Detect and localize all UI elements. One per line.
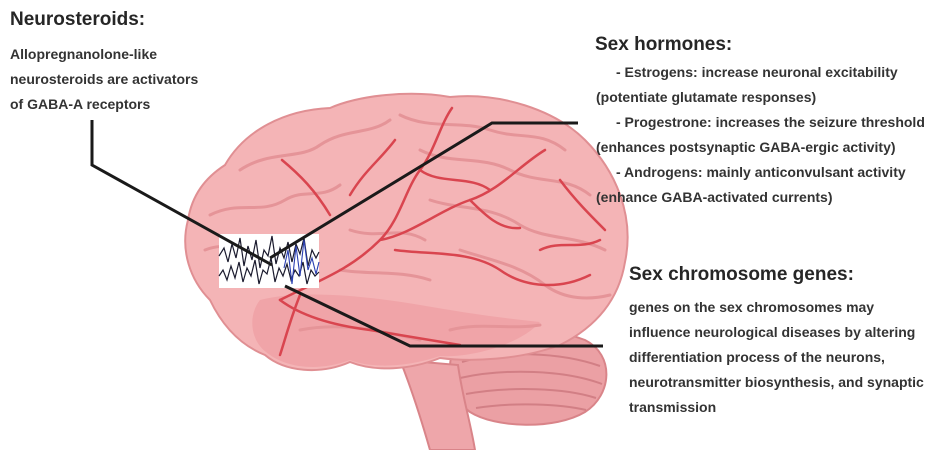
sex-chromosome-genes-line: transmission [629, 395, 939, 420]
neurosteroids-line: of GABA-A receptors [10, 92, 260, 117]
cerebrum [185, 94, 627, 370]
sex-chromosome-genes-line: neurotransmitter biosynthesis, and synap… [629, 370, 939, 395]
sex-hormones-line: (potentiate glutamate responses) [596, 85, 925, 110]
sex-hormones-line: - Androgens: mainly anticonvulsant activ… [596, 160, 925, 185]
neurosteroids-line: neurosteroids are activators [10, 67, 260, 92]
sex-chromosome-genes-line: genes on the sex chromosomes may [629, 295, 939, 320]
neurosteroids-line: Allopregnanolone-like [10, 42, 260, 67]
sex-chromosome-genes-title: Sex chromosome genes: [629, 264, 854, 286]
neurosteroids-description: Allopregnanolone-like neurosteroids are … [10, 42, 260, 117]
neurosteroids-title: Neurosteroids: [10, 9, 145, 31]
sex-hormones-description: - Estrogens: increase neuronal excitabil… [596, 60, 925, 210]
sex-hormones-line: - Progestrone: increases the seizure thr… [596, 110, 925, 135]
sex-hormones-line: (enhances postsynaptic GABA-ergic activi… [596, 135, 925, 160]
sex-chromosome-genes-line: influence neurological diseases by alter… [629, 320, 939, 345]
sex-hormones-line: - Estrogens: increase neuronal excitabil… [596, 60, 925, 85]
sex-chromosome-genes-line: differentiation process of the neurons, [629, 345, 939, 370]
sex-chromosome-genes-description: genes on the sex chromosomes may influen… [629, 295, 939, 420]
eeg-inset [219, 234, 319, 288]
sex-hormones-line: (enhance GABA-activated currents) [596, 185, 925, 210]
sex-hormones-title: Sex hormones: [595, 34, 732, 56]
